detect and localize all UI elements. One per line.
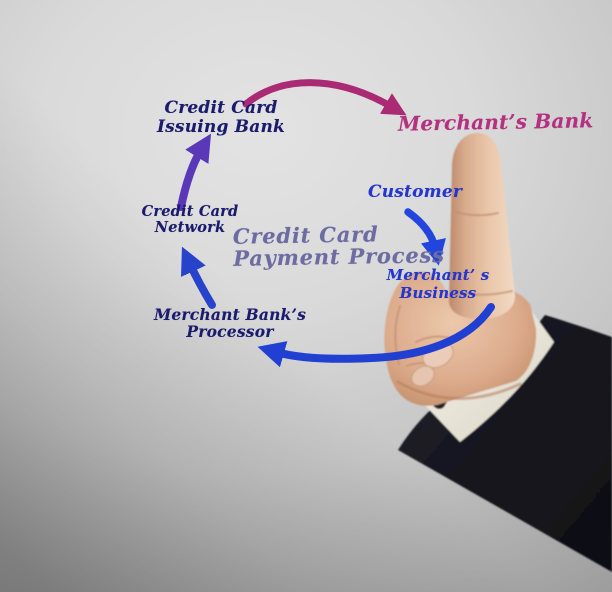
node-label-line: Customer [367, 182, 463, 202]
diagram-title-line: Payment Process [232, 242, 445, 271]
suit-sleeve [398, 315, 612, 572]
arrow-processor-to-network [181, 246, 216, 309]
node-merchants-business: Merchant’ s Business [387, 266, 490, 302]
diagram-title: Credit Card Payment Process [232, 221, 445, 271]
node-label-line: Credit Card [164, 98, 278, 118]
node-label-line: Network [154, 219, 226, 236]
index-finger [449, 132, 515, 319]
node-label-line: Merchant’s Bank [397, 108, 594, 136]
arrow-merchants-business-to-processor [257, 303, 495, 368]
node-credit-card-network: Credit Card Network [142, 204, 239, 236]
node-merchants-bank: Merchant’s Bank [397, 108, 594, 136]
arrow-issuing-bank-to-merchants-bank [242, 79, 407, 116]
node-label-line: Issuing Bank [157, 117, 285, 137]
wrist-shadow [396, 380, 522, 400]
fingernail [411, 365, 435, 387]
node-credit-card-issuing-bank: Credit Card Issuing Bank [157, 99, 285, 137]
node-customer: Customer [368, 183, 462, 202]
node-merchant-banks-processor: Merchant Bank’s Processor [154, 306, 306, 340]
node-label-line: Credit Card [141, 203, 239, 220]
node-label-line: Merchant Bank’s [153, 305, 307, 324]
arrow-network-to-issuing-bank [177, 133, 212, 211]
node-label-line: Processor [186, 322, 274, 341]
arrow-customer-to-merchants-business [404, 208, 446, 266]
node-label-line: Merchant’ s [386, 266, 490, 284]
node-label-line: Business [399, 284, 477, 302]
